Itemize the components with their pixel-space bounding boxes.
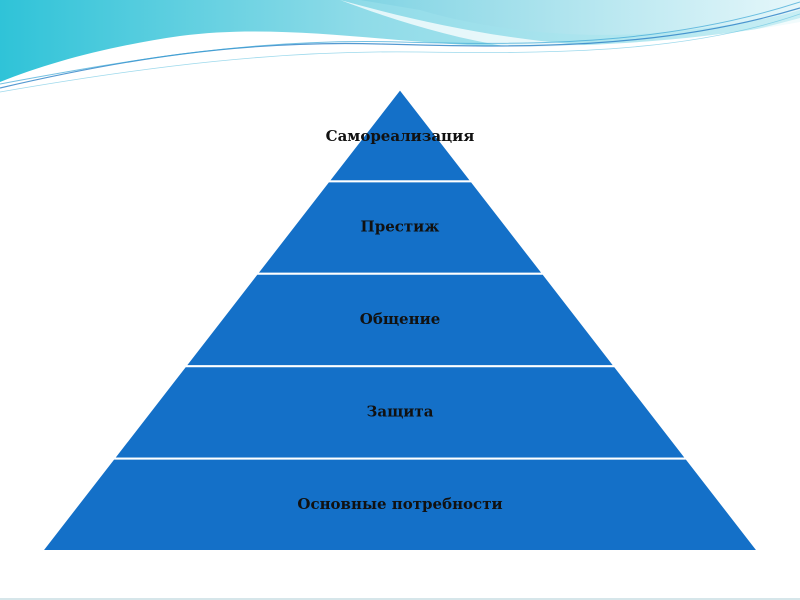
pyramid-level-5 bbox=[39, 457, 761, 552]
pyramid-level-3-label: Общение bbox=[360, 310, 441, 328]
wave-band-light bbox=[360, 0, 800, 35]
pyramid-level-2-label: Престиж bbox=[361, 218, 440, 236]
pyramid-level-4-label: Защита bbox=[367, 402, 434, 420]
pyramid-level-5-label: Основные потребности bbox=[297, 495, 502, 513]
bottom-border bbox=[0, 598, 800, 600]
wave-white-swoosh bbox=[340, 0, 800, 57]
wave-line-2 bbox=[0, 1, 800, 85]
header-wave-decoration bbox=[0, 0, 800, 93]
pyramid-level-1-label: Самореализация bbox=[326, 127, 475, 145]
wave-line-3 bbox=[0, 13, 800, 93]
